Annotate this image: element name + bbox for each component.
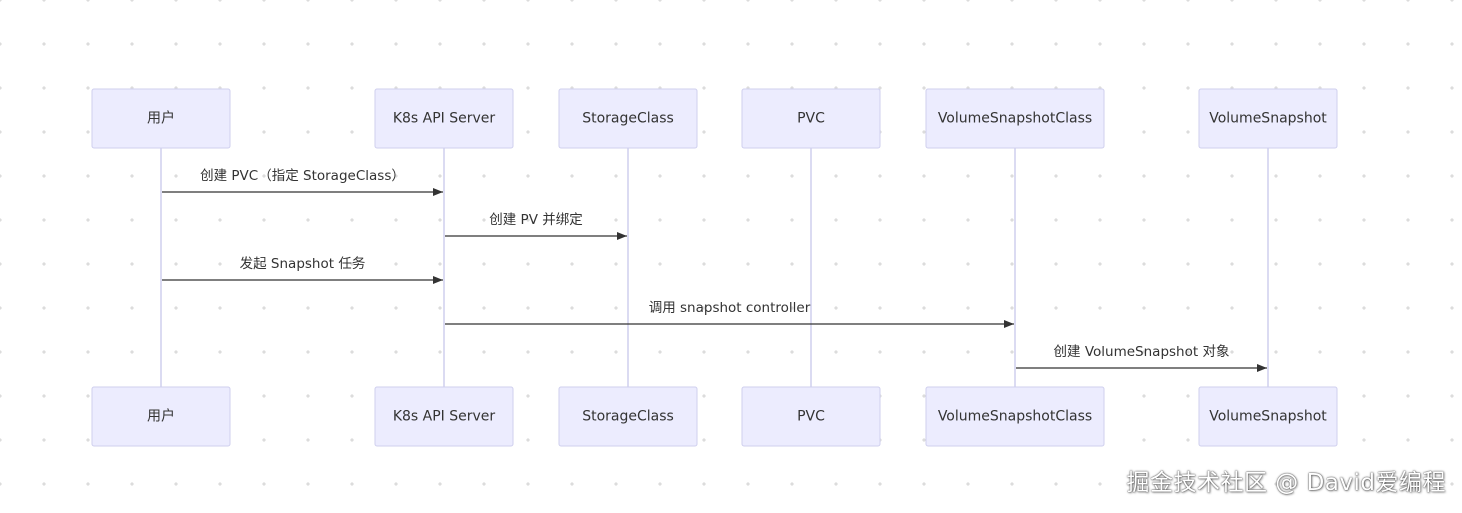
message-label: 发起 Snapshot 任务 — [240, 256, 366, 272]
actor-vs-top[interactable]: VolumeSnapshot — [1198, 88, 1338, 149]
actor-label: VolumeSnapshotClass — [938, 111, 1092, 127]
watermark: 掘金技术社区 @ David爱编程 — [1126, 470, 1446, 496]
actor-user-bottom[interactable]: 用户 — [91, 386, 231, 447]
actor-label: PVC — [797, 409, 825, 425]
actor-label: 用户 — [147, 110, 175, 127]
lifelines — [160, 148, 1269, 387]
actor-label: StorageClass — [582, 111, 674, 127]
actor-label: K8s API Server — [393, 409, 496, 425]
actor-pvc-top[interactable]: PVC — [741, 88, 881, 149]
actor-box — [925, 88, 1105, 149]
actor-box — [374, 386, 514, 447]
actor-box — [91, 88, 231, 149]
message-label: 创建 VolumeSnapshot 对象 — [1054, 344, 1230, 360]
actors-bottom: 用户 K8s API Server StorageClass PVC VolumeSna… — [91, 386, 1338, 447]
message-5: 创建 VolumeSnapshot 对象 — [1016, 344, 1267, 372]
actor-label: K8s API Server — [393, 111, 496, 127]
actor-vs-bottom[interactable]: VolumeSnapshot — [1198, 386, 1338, 447]
actor-label: VolumeSnapshot — [1209, 409, 1327, 425]
actors-top: 用户 K8s API Server StorageClass PVC VolumeSna… — [91, 88, 1338, 149]
message-label: 调用 snapshot controller — [649, 300, 811, 316]
message-1: 创建 PVC（指定 StorageClass） — [162, 168, 443, 196]
actor-user-top[interactable]: 用户 — [91, 88, 231, 149]
message-label: 创建 PVC（指定 StorageClass） — [200, 168, 405, 184]
actor-sc-bottom[interactable]: StorageClass — [558, 386, 698, 447]
actor-box — [558, 88, 698, 149]
actor-label: StorageClass — [582, 409, 674, 425]
actor-label: VolumeSnapshot — [1209, 111, 1327, 127]
actor-box — [374, 88, 514, 149]
message-4: 调用 snapshot controller — [445, 300, 1014, 328]
message-label: 创建 PV 并绑定 — [489, 212, 582, 228]
actor-vsc-bottom[interactable]: VolumeSnapshotClass — [925, 386, 1105, 447]
actor-box — [558, 386, 698, 447]
actor-box — [1198, 88, 1338, 149]
actor-label: PVC — [797, 111, 825, 127]
message-2: 创建 PV 并绑定 — [445, 212, 627, 240]
actor-box — [741, 386, 881, 447]
actor-label: VolumeSnapshotClass — [938, 409, 1092, 425]
actor-api-top[interactable]: K8s API Server — [374, 88, 514, 149]
actor-api-bottom[interactable]: K8s API Server — [374, 386, 514, 447]
actor-box — [925, 386, 1105, 447]
actor-box — [91, 386, 231, 447]
actor-pvc-bottom[interactable]: PVC — [741, 386, 881, 447]
actor-box — [1198, 386, 1338, 447]
message-3: 发起 Snapshot 任务 — [162, 256, 443, 284]
actor-label: 用户 — [147, 408, 175, 425]
actor-box — [741, 88, 881, 149]
actor-sc-top[interactable]: StorageClass — [558, 88, 698, 149]
actor-vsc-top[interactable]: VolumeSnapshotClass — [925, 88, 1105, 149]
